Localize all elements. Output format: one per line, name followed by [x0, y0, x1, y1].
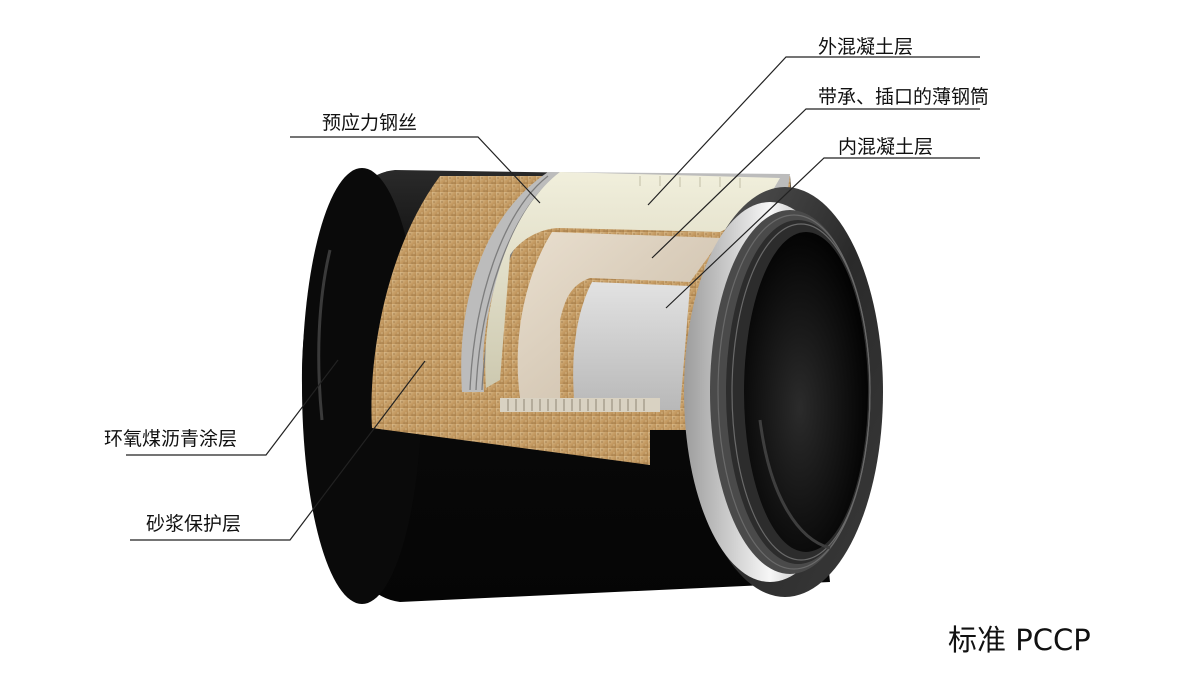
leader-steel-cylinder — [651, 108, 980, 259]
label-steel-cylinder: 带承、插口的薄钢筒 — [818, 86, 990, 108]
inner-concrete-layer — [573, 282, 690, 410]
label-epoxy-coating: 环氧煤沥青涂层 — [104, 428, 238, 450]
leader-outer-concrete — [647, 56, 980, 206]
leader-prestress-wire — [290, 136, 541, 204]
label-prestress-wire: 预应力钢丝 — [322, 112, 418, 134]
pipe-bore — [744, 232, 868, 552]
leader-inner-concrete — [665, 157, 980, 309]
leader-epoxy-coating — [126, 359, 339, 456]
label-mortar-layer: 砂浆保护层 — [146, 513, 242, 535]
caption-title: 标准 PCCP — [948, 623, 1091, 657]
leader-mortar-layer — [130, 360, 426, 541]
label-inner-concrete: 内混凝土层 — [838, 136, 934, 158]
label-outer-concrete: 外混凝土层 — [818, 36, 914, 58]
outer-concrete-layer — [485, 172, 780, 388]
steel-cylinder-layer — [517, 232, 722, 402]
